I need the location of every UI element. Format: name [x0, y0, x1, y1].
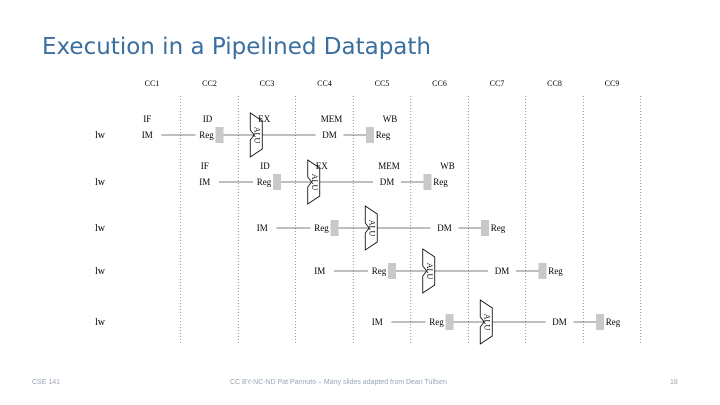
dm-block — [545, 314, 574, 330]
stage-label-ex: EX — [316, 161, 328, 171]
reg-read-label: Reg — [372, 266, 387, 276]
reg-write-label: Reg — [606, 317, 621, 327]
instruction-label: lw — [95, 177, 106, 188]
stage-label-if: IF — [143, 114, 151, 124]
alu-label: ALU — [425, 263, 434, 280]
instruction-label: lw — [95, 130, 106, 141]
cc-label-3: CC3 — [260, 79, 275, 88]
reg-write-label: Reg — [433, 177, 448, 187]
instruction-row: lw IM Reg ALU DM Reg — [95, 299, 624, 345]
dm-block — [315, 127, 344, 143]
reg-read-label: Reg — [314, 223, 329, 233]
alu-label: ALU — [367, 220, 376, 237]
reg-read-shade — [273, 174, 281, 190]
reg-write-shade — [366, 127, 374, 143]
dm-block — [430, 220, 459, 236]
slide-title: Execution in a Pipelined Datapath — [42, 34, 431, 60]
cc-label-7: CC7 — [490, 79, 505, 88]
instruction-row: lw IM Reg ALU DM Reg IF ID EX MEM WB — [95, 112, 398, 158]
stage-label-id: ID — [260, 161, 270, 171]
im-label: IM — [257, 223, 268, 233]
alu-shape — [307, 159, 321, 205]
cc-label-4: CC4 — [317, 79, 332, 88]
reg-write-shade — [538, 263, 547, 279]
cc-label-1: CC1 — [145, 79, 160, 88]
alu-label: ALU — [252, 127, 261, 144]
reg-read-shade — [388, 263, 396, 279]
im-block — [305, 263, 334, 279]
alu-shape — [479, 299, 493, 345]
im-label: IM — [142, 130, 153, 140]
stage-label-mem: MEM — [378, 161, 400, 171]
stage-label-mem: MEM — [321, 114, 343, 124]
im-label: IM — [314, 266, 325, 276]
cc-label-2: CC2 — [202, 79, 217, 88]
stage-label-ex: EX — [258, 114, 270, 124]
footer-credit: CC BY-NC-ND Pat Pannuto – Many slides ad… — [230, 379, 447, 386]
footer-course: CSE 141 — [32, 379, 61, 386]
im-block — [248, 220, 277, 236]
reg-write-shade — [596, 314, 604, 330]
reg-write-shade — [423, 174, 432, 190]
instruction-label: lw — [95, 317, 106, 328]
reg-read-label: Reg — [429, 317, 444, 327]
dm-label: DM — [552, 317, 567, 327]
alu-label: ALU — [482, 314, 491, 331]
im-label: IM — [199, 177, 210, 187]
dm-block — [488, 263, 516, 279]
instruction-row: lw IM Reg ALU DM Reg — [95, 205, 509, 251]
cc-label-6: CC6 — [432, 79, 447, 88]
im-block — [190, 174, 219, 190]
reg-read-shade — [445, 314, 454, 330]
reg-read-shade — [330, 220, 339, 236]
dm-label: DM — [322, 130, 337, 140]
im-block — [363, 314, 392, 330]
im-label: IM — [372, 317, 383, 327]
clock-cycle-gridlines — [180, 96, 642, 344]
instruction-row: lw IM Reg ALU DM Reg IF ID EX MEM WB — [95, 159, 455, 205]
instruction-row: lw IM Reg ALU DM Reg — [95, 248, 567, 294]
im-block — [133, 127, 162, 143]
cc-label-9: CC9 — [605, 79, 620, 88]
reg-write-label: Reg — [491, 223, 506, 233]
dm-label: DM — [380, 177, 395, 187]
instruction-label: lw — [95, 266, 106, 277]
reg-read-label: Reg — [257, 177, 272, 187]
instruction-label: lw — [95, 223, 106, 234]
alu-shape — [249, 112, 263, 158]
dm-label: DM — [437, 223, 452, 233]
cc-label-8: CC8 — [547, 79, 562, 88]
reg-write-shade — [481, 220, 489, 236]
cc-label-5: CC5 — [375, 79, 390, 88]
alu-shape — [422, 248, 436, 294]
clock-cycle-labels: CC1 CC2 CC3 CC4 CC5 CC6 CC7 CC8 CC9 — [145, 79, 620, 88]
reg-read-label: Reg — [199, 130, 214, 140]
stage-label-if: IF — [201, 161, 209, 171]
dm-block — [373, 174, 401, 190]
dm-label: DM — [495, 266, 510, 276]
reg-read-shade — [215, 127, 224, 143]
footer-page-number: 18 — [670, 379, 678, 386]
stage-label-wb: WB — [440, 161, 455, 171]
alu-label: ALU — [310, 174, 319, 191]
stage-label-wb: WB — [383, 114, 398, 124]
stage-label-id: ID — [203, 114, 213, 124]
alu-shape — [364, 205, 378, 251]
reg-write-label: Reg — [548, 266, 563, 276]
reg-write-label: Reg — [376, 130, 391, 140]
